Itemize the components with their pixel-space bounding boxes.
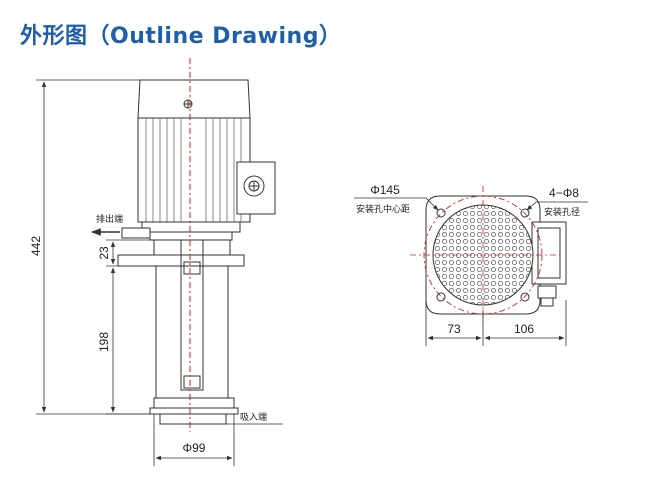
dim-total-height bbox=[36, 79, 150, 415]
pump-side-view bbox=[117, 79, 276, 425]
holes-label: 安装孔径 bbox=[544, 206, 580, 217]
page-title: 外形图（Outline Drawing） bbox=[20, 24, 342, 49]
dim-lower-section-value: 198 bbox=[97, 332, 111, 352]
dim-top-section bbox=[106, 239, 156, 267]
mount-circle-label: 安装孔中心距 bbox=[356, 203, 410, 214]
holes-dim: 4−Φ8 bbox=[549, 186, 579, 200]
dim-lower-section bbox=[106, 267, 150, 415]
inlet-label: 吸入端 bbox=[240, 411, 267, 422]
dim-left-value: 73 bbox=[447, 322, 461, 336]
dim-right-value: 106 bbox=[514, 322, 534, 336]
dim-diameter bbox=[153, 414, 235, 466]
dim-total-height-value: 442 bbox=[29, 236, 43, 256]
dim-diameter-value: Φ99 bbox=[183, 441, 206, 455]
mount-circle-dim: Φ145 bbox=[370, 183, 400, 197]
dim-top-view-widths bbox=[425, 300, 567, 346]
outlet-label: 排出端 bbox=[96, 213, 123, 224]
dim-top-section-value: 23 bbox=[97, 246, 111, 260]
